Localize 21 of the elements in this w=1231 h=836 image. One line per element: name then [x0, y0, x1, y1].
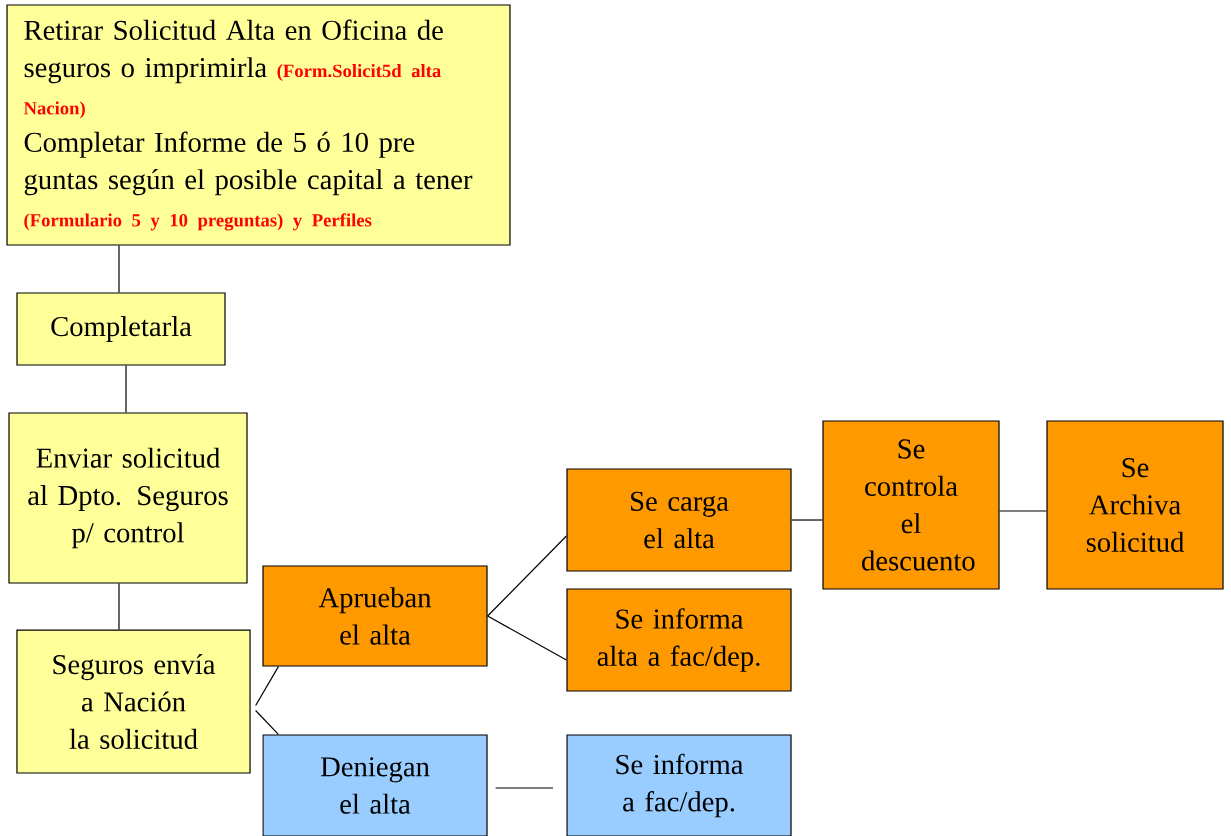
- process-box: Se informa a fac/dep.: [566, 734, 792, 836]
- connector-line: [487, 615, 567, 661]
- process-box: Se informa alta a fac/dep.: [566, 588, 792, 692]
- connector-line: [999, 510, 1047, 512]
- process-box: Se controla el descuento: [822, 420, 1000, 590]
- process-box: Aprueban el alta: [262, 565, 488, 667]
- connector-line: [125, 365, 127, 413]
- connector-line: [255, 666, 279, 707]
- process-box: Se Archiva solicitud: [1046, 420, 1224, 590]
- connector-line: [255, 709, 279, 735]
- process-box: Retirar Solicitud Alta en Oficina de seguros o imprimirla (Form.Solicit5d alta Nacion) Completar Informe de 5 ó 10 pre guntas según el posible capital a tener (Formulario 5 y 10 preguntas) y Perfiles: [6, 4, 511, 246]
- connector-line: [495, 787, 554, 789]
- connector-line: [791, 519, 823, 521]
- connector-line: [118, 583, 120, 631]
- process-box: Se carga el alta: [566, 468, 792, 572]
- process-box: Deniegan el alta: [262, 734, 488, 836]
- process-box: Enviar solicitud al Dpto. Seguros p/ control: [8, 412, 248, 584]
- connector-line: [118, 245, 120, 293]
- process-box: Seguros envía a Nación la solicitud: [16, 629, 251, 774]
- process-box: Completarla: [16, 292, 226, 366]
- connector-line: [487, 535, 567, 617]
